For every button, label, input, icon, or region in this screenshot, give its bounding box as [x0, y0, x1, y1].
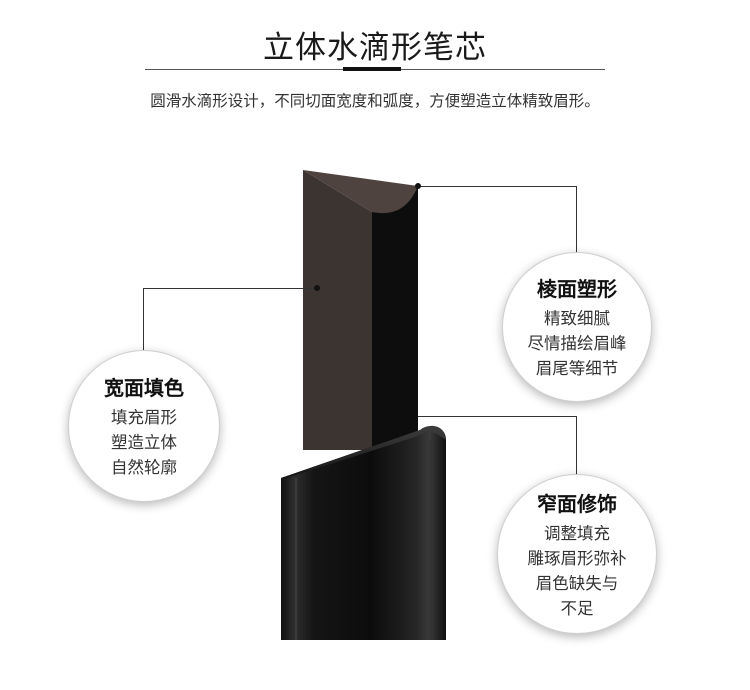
leader-wide-vertical [143, 288, 144, 352]
title-divider-accent [343, 67, 401, 71]
leader-edge-horizontal [418, 186, 576, 187]
lead-wide-face [303, 170, 372, 450]
callout-narrow-line-3: 眉色缺失与 [535, 573, 619, 593]
lead-narrow-face [372, 186, 418, 450]
page-title: 立体水滴形笔芯 [263, 30, 487, 66]
leader-wide-horizontal [143, 288, 317, 289]
callout-narrow-line-1: 调整填充 [544, 523, 610, 543]
callout-wide-line-2: 塑造立体 [111, 433, 177, 452]
leader-edge-vertical [576, 186, 577, 254]
callout-narrow-title: 窄面修饰 [537, 491, 617, 516]
callout-narrow-line-4: 不足 [560, 598, 594, 618]
callout-wide-face: 宽面填色 填充眉形 塑造立体 自然轮廓 [68, 350, 220, 502]
callout-edge-line-2: 尽情描绘眉峰 [527, 334, 627, 353]
marker-edge [415, 183, 421, 189]
pencil-barrel [281, 425, 446, 640]
lead-tip [303, 170, 418, 214]
leader-narrow-horizontal [418, 416, 576, 417]
callout-edge-line-1: 精致细腻 [544, 309, 610, 328]
callout-edge-title: 棱面塑形 [537, 277, 617, 301]
callout-wide-line-1: 填充眉形 [111, 408, 177, 427]
callout-wide-title: 宽面填色 [104, 376, 184, 400]
callout-narrow-face: 窄面修饰 调整填充 雕琢眉形弥补 眉色缺失与 不足 [497, 474, 657, 634]
page-subtitle: 圆滑水滴形设计，不同切面宽度和弧度，方便塑造立体精致眉形。 [150, 92, 600, 110]
callout-edge: 棱面塑形 精致细腻 尽情描绘眉峰 眉尾等细节 [502, 252, 652, 402]
callout-narrow-line-2: 雕琢眉形弥补 [527, 548, 627, 568]
callout-edge-line-3: 眉尾等细节 [535, 359, 619, 378]
leader-narrow-vertical [576, 416, 577, 476]
barrel-cap [281, 426, 446, 480]
callout-wide-line-3: 自然轮廓 [111, 458, 177, 477]
marker-wide-face [314, 285, 320, 291]
